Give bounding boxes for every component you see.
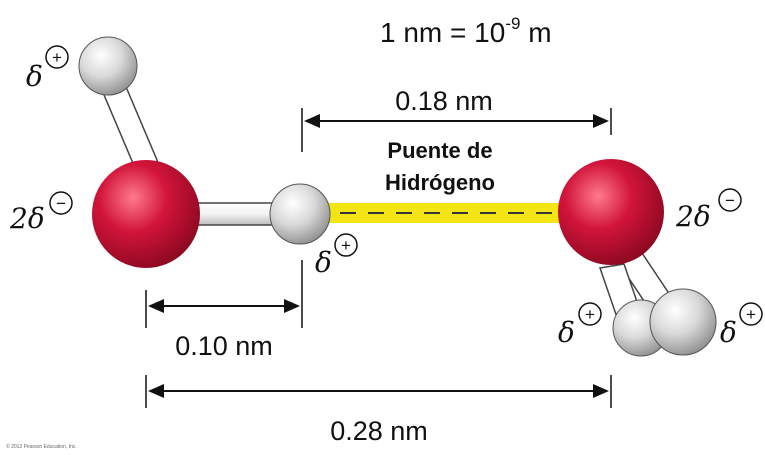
svg-text:δ: δ bbox=[720, 316, 737, 349]
svg-text:+: + bbox=[52, 48, 62, 67]
right-water-hydrogen-front bbox=[649, 288, 717, 356]
dimension-0-18 bbox=[301, 108, 612, 152]
charge-two-delta-minus-right: 2δ − bbox=[675, 188, 742, 233]
svg-text:2δ: 2δ bbox=[675, 200, 711, 233]
svg-text:δ: δ bbox=[315, 246, 332, 279]
scale-note: 1 nm = 10-9 m bbox=[380, 14, 552, 48]
right-water-oxygen bbox=[558, 159, 664, 265]
left-water-hydrogen-top bbox=[78, 36, 138, 96]
hbond-label-line2: Hidrógeno bbox=[385, 170, 495, 195]
charge-delta-plus-lower-right: δ + bbox=[720, 302, 763, 349]
o-o-distance-label: 0.28 nm bbox=[330, 416, 428, 446]
svg-text:δ: δ bbox=[558, 316, 575, 349]
svg-text:−: − bbox=[725, 191, 735, 210]
bridging-hydrogen bbox=[269, 183, 331, 245]
svg-text:+: + bbox=[585, 305, 595, 324]
dimension-0-10 bbox=[145, 260, 303, 328]
charge-delta-plus-bridging: δ + bbox=[315, 233, 358, 279]
charge-delta-plus-top-left: δ + bbox=[26, 45, 69, 93]
hbond-length-label: 0.18 nm bbox=[395, 86, 493, 116]
copyright-notice: © 2012 Pearson Education, Inc. bbox=[6, 444, 77, 450]
charge-delta-plus-lower-left: δ + bbox=[558, 302, 602, 349]
svg-text:−: − bbox=[56, 194, 66, 213]
svg-text:2δ: 2δ bbox=[9, 202, 45, 235]
dimension-0-28 bbox=[145, 375, 612, 408]
hbond-label-line1: Puente de bbox=[387, 138, 492, 163]
svg-text:+: + bbox=[341, 236, 351, 255]
left-water-oxygen bbox=[92, 160, 200, 268]
oh-bond-length-label: 0.10 nm bbox=[175, 331, 273, 361]
svg-text:+: + bbox=[746, 305, 756, 324]
charge-two-delta-minus-left: 2δ − bbox=[9, 191, 73, 235]
hydrogen-bond-band bbox=[326, 203, 564, 223]
svg-text:δ: δ bbox=[26, 60, 43, 93]
